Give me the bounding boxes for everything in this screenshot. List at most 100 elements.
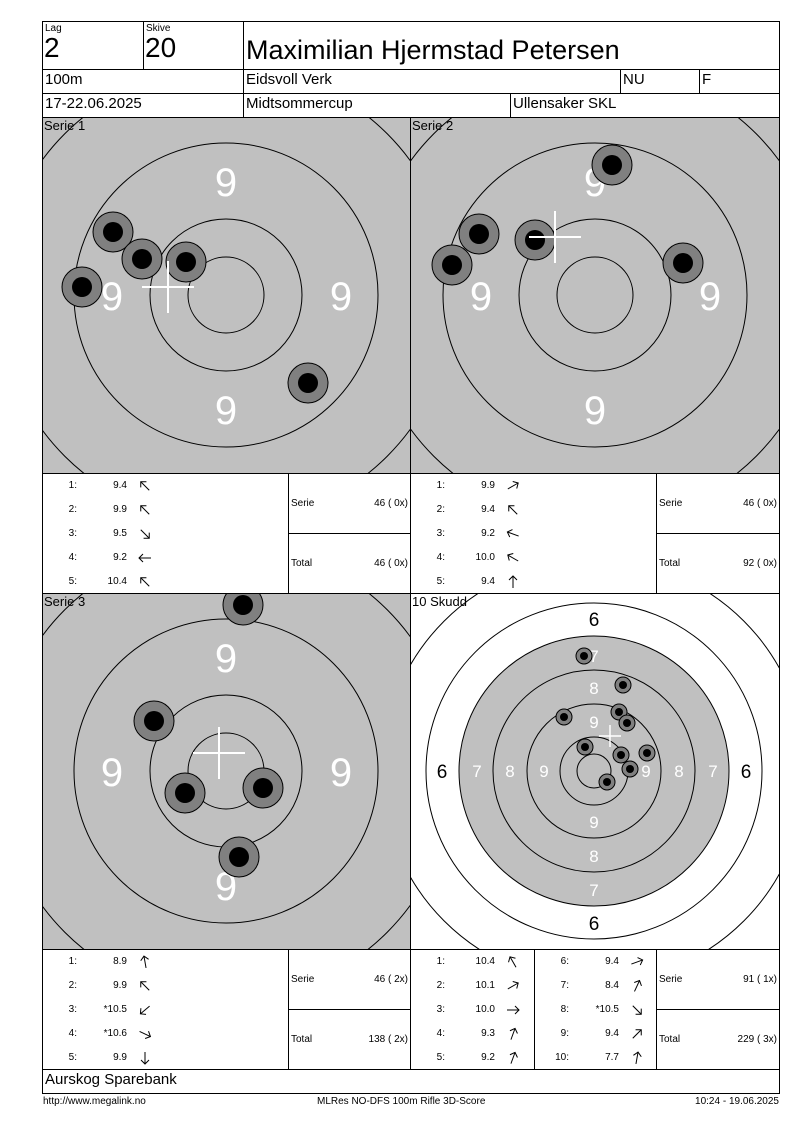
direction-arrow-icon (632, 1005, 642, 1015)
shot-score: 9.4 (605, 956, 619, 967)
header-club-cell: Ullensaker SKL (510, 93, 780, 118)
shot-hole (514, 219, 556, 261)
serie-2-summary: Serie 46 ( 0x) Total 92 ( 0x) (656, 473, 780, 594)
direction-arrow-icon (140, 1052, 150, 1065)
serie-3-target: 9 9 9 9 (43, 594, 410, 949)
ring-9-label-top: 9 (215, 637, 237, 681)
mean-point-cross (193, 727, 245, 779)
shooter-name: Maximilian Hjermstad Petersen (246, 35, 620, 65)
shot-number: 5: (68, 576, 77, 587)
shot-row: 1:8.9 (43, 952, 163, 972)
ring-9-label-bottom: 9 (589, 813, 598, 832)
direction-arrow-icon (507, 981, 519, 990)
shot-number: 3: (68, 1004, 77, 1015)
header-class-cell: NU (620, 69, 700, 94)
shot-row: 1:9.9 (411, 476, 531, 496)
shot-direction (505, 478, 521, 497)
shot-score: 9.5 (113, 528, 127, 539)
shot-hole (165, 241, 207, 283)
direction-arrow-icon (633, 1051, 642, 1064)
shot-number: 9: (560, 1028, 569, 1039)
category: F (702, 71, 712, 88)
ring-9-label-right: 9 (330, 275, 352, 319)
shot-direction (137, 1050, 153, 1069)
shot-row: 3:9.2 (411, 524, 531, 544)
shot-hole (576, 738, 594, 756)
shot-direction (137, 550, 153, 569)
shot-hole (575, 647, 593, 665)
ring-9-label-right: 9 (330, 751, 352, 795)
shot-row: 5:9.2 (411, 1048, 531, 1068)
shot-hole (598, 773, 616, 791)
shot-score: *10.5 (103, 1004, 127, 1015)
ring-6-label-right: 6 (741, 762, 752, 783)
shot-row: 7:8.4 (535, 976, 655, 996)
serie-2-shot-list: 1:9.9 2: 9.4 3:9.2 4: 10.0 5: 9.4 (410, 473, 657, 594)
direction-arrow-icon (509, 1027, 518, 1040)
footer-url[interactable]: http://www.megalink.no (43, 1096, 146, 1107)
shot-number: 5: (436, 1052, 445, 1063)
shot-row: 3:10.0 (411, 1000, 531, 1020)
shot-number: 6: (560, 956, 569, 967)
shot-score: 9.3 (481, 1028, 495, 1039)
ring-9-label-bottom: 9 (584, 389, 606, 433)
serie-value: 46 ( 0x) (374, 498, 408, 509)
shot-hole (662, 242, 704, 284)
ring-7-label-bottom: 7 (589, 881, 598, 900)
shot-direction (505, 574, 521, 593)
class: NU (623, 71, 645, 88)
shot-number: 4: (436, 552, 445, 563)
ring-6-label-top: 6 (589, 610, 600, 631)
serie-3-summary: Serie 46 ( 2x) Total 138 ( 2x) (288, 949, 411, 1070)
mean-point-cross (599, 725, 621, 747)
ring-7-label-top: 7 (589, 647, 598, 666)
serie-3-title: Serie 3 (44, 594, 86, 609)
direction-arrow-icon (507, 1005, 520, 1015)
shot-score: 9.4 (605, 1028, 619, 1039)
shot-number: 4: (68, 1028, 77, 1039)
shot-direction (505, 502, 521, 521)
shot-row: 8:*10.5 (535, 1000, 655, 1020)
shot-score: 10.4 (107, 576, 127, 587)
skive-label: Skive (146, 23, 171, 34)
total-label: Total (659, 558, 681, 569)
shot-row: 4: 9.2 (43, 548, 163, 568)
shot-number: 5: (436, 576, 445, 587)
lag-label: Lag (45, 23, 62, 34)
shot-score: 9.4 (481, 576, 495, 587)
shot-hole (614, 676, 632, 694)
header-category-cell: F (699, 69, 780, 94)
shot-direction (137, 478, 153, 497)
shot-score: 9.4 (481, 504, 495, 515)
header-dates-cell: 17-22.06.2025 (42, 93, 244, 118)
direction-arrow-icon (507, 553, 519, 562)
shot-hole (591, 144, 633, 186)
ring-9-label-left: 9 (101, 751, 123, 795)
shot-number: 2: (436, 504, 445, 515)
shot-score: 9.9 (113, 980, 127, 991)
shot-number: 4: (68, 552, 77, 563)
shot-number: 10: (555, 1052, 569, 1063)
ring-7-label-right: 7 (708, 762, 717, 781)
header-name-cell: Maximilian Hjermstad Petersen (243, 21, 780, 70)
shot-hole (618, 714, 636, 732)
shot-row: 4:*10.6 (43, 1024, 163, 1044)
shot-direction (137, 954, 153, 973)
shot-row: 4: 10.0 (411, 548, 531, 568)
shot-direction (137, 1002, 153, 1021)
shot-score: 10.0 (475, 1004, 495, 1015)
serie-label: Serie (659, 498, 683, 509)
shot-number: 1: (436, 480, 445, 491)
shot-score: 10.0 (475, 552, 495, 563)
total-value: 46 ( 0x) (374, 558, 408, 569)
shot-number: 3: (68, 528, 77, 539)
direction-arrow-icon (507, 481, 519, 490)
shot-score: 9.2 (113, 552, 127, 563)
serie-value: 46 ( 2x) (374, 974, 408, 985)
shot-row: 3: *10.5 (43, 1000, 163, 1020)
competition: Midtsommercup (246, 95, 353, 112)
header-skive-cell: Skive 20 (143, 21, 244, 70)
